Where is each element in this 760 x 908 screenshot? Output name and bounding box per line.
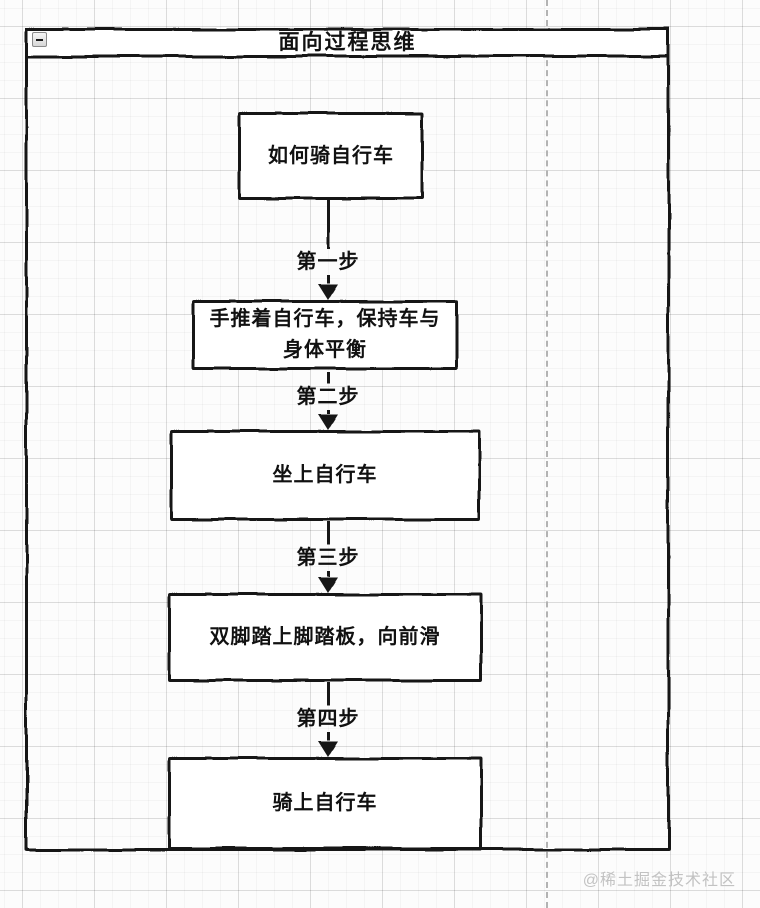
node-label: 手推着自行车，保持车与身体平衡 — [209, 308, 441, 361]
container-title: 面向过程思维 — [278, 31, 417, 54]
node-label: 双脚踏上脚踏板，向前滑 — [209, 626, 441, 648]
edge-line — [326, 521, 330, 545]
node-shape — [168, 757, 482, 850]
edge-line — [326, 275, 330, 284]
edge-label: 第四步 — [296, 708, 360, 730]
page-boundary-line — [546, 0, 548, 908]
edge-label: 第一步 — [296, 251, 360, 273]
arrowhead-icon — [318, 741, 338, 757]
edge-line — [326, 682, 330, 706]
arrowhead-icon — [318, 577, 338, 593]
flow-edge-3[interactable]: 第三步 — [283, 521, 373, 593]
edge-line — [326, 200, 330, 249]
edge-line — [326, 732, 330, 741]
collapse-button[interactable] — [32, 32, 47, 47]
flow-edge-4[interactable]: 第四步 — [283, 682, 373, 757]
flow-node-start[interactable]: 如何骑自行车 — [238, 112, 424, 200]
node-label: 坐上自行车 — [272, 464, 378, 486]
flow-edge-1[interactable]: 第一步 — [283, 200, 373, 300]
minus-icon — [36, 38, 43, 41]
flow-node-step2[interactable]: 坐上自行车 — [170, 430, 480, 521]
edge-line — [326, 410, 330, 414]
flow-node-step3[interactable]: 双脚踏上脚踏板，向前滑 — [168, 593, 482, 682]
arrowhead-icon — [318, 284, 338, 300]
node-label: 如何骑自行车 — [268, 144, 394, 167]
watermark: @稀土掘金技术社区 — [582, 872, 736, 889]
edge-label: 第二步 — [296, 386, 360, 408]
arrowhead-icon — [318, 414, 338, 430]
node-shape — [238, 112, 424, 200]
flow-node-step4[interactable]: 骑上自行车 — [168, 757, 482, 850]
node-label: 骑上自行车 — [272, 792, 378, 814]
node-shape — [192, 300, 458, 370]
flow-edge-2[interactable]: 第二步 — [283, 372, 373, 430]
container-title-bar — [25, 28, 670, 58]
edge-label: 第三步 — [296, 547, 360, 569]
node-shape — [170, 430, 480, 521]
flow-node-step1[interactable]: 手推着自行车，保持车与身体平衡 — [192, 300, 458, 370]
edge-line — [326, 571, 330, 577]
node-shape — [168, 593, 482, 682]
edge-line — [326, 372, 330, 384]
